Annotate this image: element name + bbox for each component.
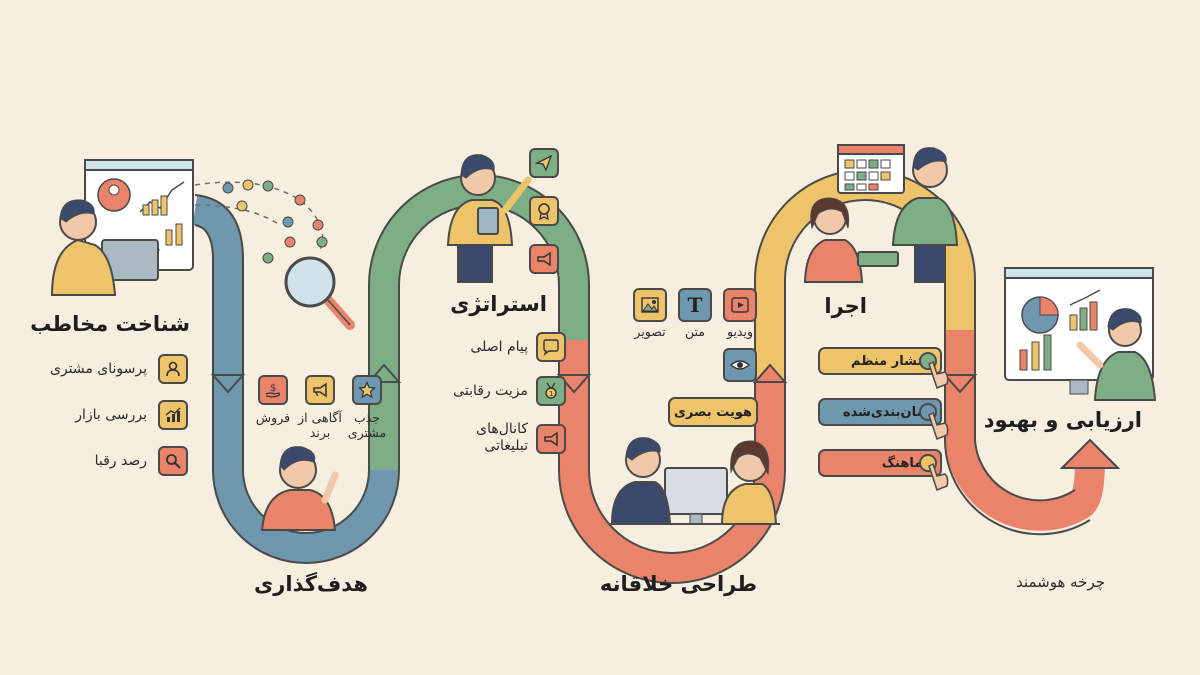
stage-title-audience: شناخت مخاطب — [30, 312, 190, 336]
stage-title-execution: اجرا — [824, 294, 867, 318]
svg-text:$: $ — [270, 383, 276, 394]
smart-cycle-label: چرخه هوشمند — [1016, 573, 1105, 591]
text-icon: T — [678, 288, 712, 322]
stage-title-creative: طراحی خلاقانه — [599, 572, 757, 596]
visual-identity-badge: هویت بصری — [668, 397, 758, 427]
creative-illustration — [610, 437, 780, 525]
execution-illustration — [803, 144, 959, 283]
goal-item-sales: فروش — [255, 410, 291, 425]
person-icon — [158, 354, 188, 384]
data-dots-trail — [194, 179, 328, 264]
paper-plane-icon — [529, 148, 559, 178]
audience-item-market: بررسی بازار — [75, 407, 147, 423]
execution-pill-regular: انتشار منظم — [818, 347, 942, 375]
play-icon — [723, 288, 757, 322]
stage-title-goals: هدف‌گذاری — [254, 572, 368, 596]
goal-item-acquire: جذب مشتری — [347, 410, 387, 440]
audience-item-persona: پرسونای مشتری — [49, 361, 147, 377]
flow-arrows — [210, 363, 1121, 469]
goal-item-awareness: آگاهی از برند — [298, 410, 342, 440]
megaphone-strategy-icon — [529, 244, 559, 274]
money-hand-icon: $ — [258, 375, 288, 405]
creative-media-text: متن — [685, 324, 705, 339]
medal-icon: 1 — [536, 376, 566, 406]
svg-text:1: 1 — [549, 390, 553, 398]
strategy-illustration — [446, 154, 532, 283]
stage-title-strategy: استراتژی — [450, 292, 547, 316]
creative-media-image: تصویر — [634, 324, 666, 339]
megaphone-channels-icon — [536, 424, 566, 454]
creative-media-video: ویدیو — [726, 324, 753, 339]
strategy-item-advantage: مزیت رقابتی — [453, 383, 528, 399]
execution-pill-label: زمان‌بندی‌شده — [842, 404, 932, 420]
star-icon — [352, 375, 382, 405]
badge-icon — [529, 196, 559, 226]
execution-pill-coordinated: هماهنگ — [818, 449, 942, 477]
magnifier-illustration-icon — [284, 256, 355, 330]
execution-pill-label: انتشار منظم — [851, 353, 932, 369]
image-icon — [633, 288, 667, 322]
stage-title-evaluation: ارزیابی و بهبود — [983, 408, 1142, 432]
evaluation-illustration — [1004, 267, 1157, 401]
hand-cursor-icons — [928, 360, 949, 491]
strategy-item-message: پیام اصلی — [470, 339, 528, 355]
goals-illustration — [260, 446, 339, 531]
growth-chart-icon — [158, 400, 188, 430]
audience-illustration — [50, 159, 194, 296]
speech-bubble-icon — [536, 332, 566, 362]
megaphone-icon — [305, 375, 335, 405]
audience-item-competitors: رصد رقبا — [94, 453, 147, 469]
strategy-item-channels: کانال‌های تبلیغاتی — [476, 421, 528, 454]
eye-icon — [723, 348, 757, 382]
magnifier-icon — [158, 446, 188, 476]
